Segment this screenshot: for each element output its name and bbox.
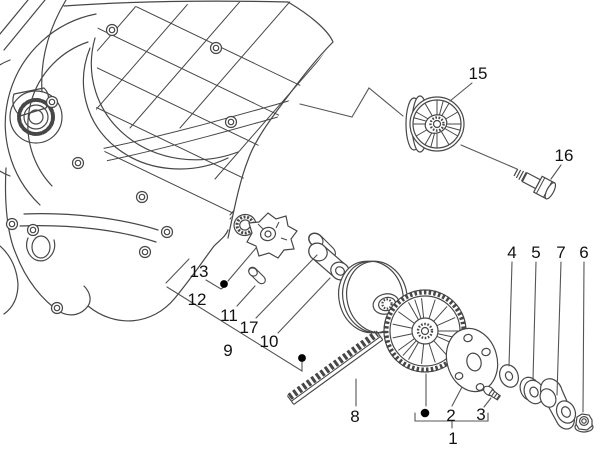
leader-17 [255, 254, 318, 319]
leader-2 [451, 386, 463, 407]
case-bottom-rail-1 [23, 213, 159, 231]
case-arm [4, 167, 91, 316]
leader-4 [508, 261, 513, 367]
callout-16-label: 16 [555, 146, 574, 165]
cover-arc-inner [82, 47, 229, 170]
countersunk-screw [483, 385, 502, 401]
cone-spacer [539, 378, 577, 430]
drive-plate [445, 327, 499, 393]
callout-9-label: 9 [223, 341, 232, 360]
crankcase-line-art [0, 0, 334, 322]
leader-15 [449, 82, 473, 102]
drive-belt [286, 330, 384, 405]
leader-7 [556, 261, 562, 396]
leader-6 [582, 261, 585, 413]
hub-bushing [308, 242, 350, 281]
callout-13-label: 13 [190, 262, 209, 281]
assembly-dot-1 [420, 408, 430, 418]
bell-housing-arc [4, 13, 97, 206]
leader-16 [550, 164, 562, 180]
leader-15-to-16 [460, 144, 518, 170]
callout-4-label: 4 [507, 243, 516, 262]
hex-bolt [513, 168, 557, 200]
callout-labels: 15 16 13 12 11 17 10 9 8 2 3 1 4 5 7 6 [188, 64, 589, 448]
bracket-1 [414, 412, 489, 429]
cam-spider [246, 212, 298, 259]
callout-15-label: 15 [469, 64, 488, 83]
stand-arc [0, 245, 19, 315]
rib-lattice [96, 0, 334, 228]
arm-hole-rim [26, 237, 56, 262]
callout-11-label: 11 [220, 306, 238, 325]
bracket-13-12 [165, 258, 190, 284]
leader-13-dot-to-spider [227, 247, 257, 282]
callout-7-label: 7 [556, 243, 565, 262]
bell-housing-arc-inner [27, 41, 89, 187]
cover-arc [90, 37, 239, 161]
case-outline-right [227, 1, 334, 239]
leader-5 [532, 261, 537, 381]
washer-small [499, 364, 519, 388]
callout-8-label: 8 [350, 407, 359, 426]
mount-tab [12, 87, 50, 117]
leader-3 [483, 397, 492, 408]
leader-12 [166, 286, 303, 372]
fan-fins-lower [392, 298, 458, 364]
callout-6-label: 6 [579, 243, 588, 262]
gear-ring [17, 98, 55, 136]
callout-12-label: 12 [188, 290, 207, 309]
leader-lines [165, 82, 585, 429]
fan-pulley-upper [405, 95, 465, 153]
callout-10-label: 10 [260, 332, 279, 351]
leader-11 [236, 285, 256, 307]
variator-fan-pulley [383, 289, 467, 373]
assembly-dot-13 [220, 280, 228, 288]
flange-nut [574, 413, 594, 433]
leader-10 [277, 277, 331, 334]
spline-hub-upper [429, 116, 445, 132]
case-outline-left [41, 0, 67, 93]
spline-hub-disc [381, 298, 393, 310]
callout-2-label: 2 [446, 406, 455, 425]
case-bottom-rail-2 [19, 225, 157, 243]
crank-chamber [0, 59, 63, 177]
bolt-bosses [5, 23, 238, 315]
arm-hole [31, 235, 51, 259]
roller-small [248, 266, 266, 285]
case-sump [87, 229, 229, 322]
assembly-dot-12 [298, 354, 306, 362]
washer-large [519, 376, 545, 405]
callout-3-label: 3 [476, 405, 485, 424]
callout-1-label: 1 [448, 429, 457, 448]
leader-case-to-15 [299, 87, 404, 118]
callout-17-label: 17 [240, 318, 259, 337]
frame-tube-2 [3, 0, 46, 51]
belt-teeth [287, 330, 380, 400]
case-outline-top [63, 0, 289, 7]
spline-hub-lower [416, 322, 434, 340]
callout-5-label: 5 [531, 243, 540, 262]
frame-tube-1 [0, 0, 29, 35]
